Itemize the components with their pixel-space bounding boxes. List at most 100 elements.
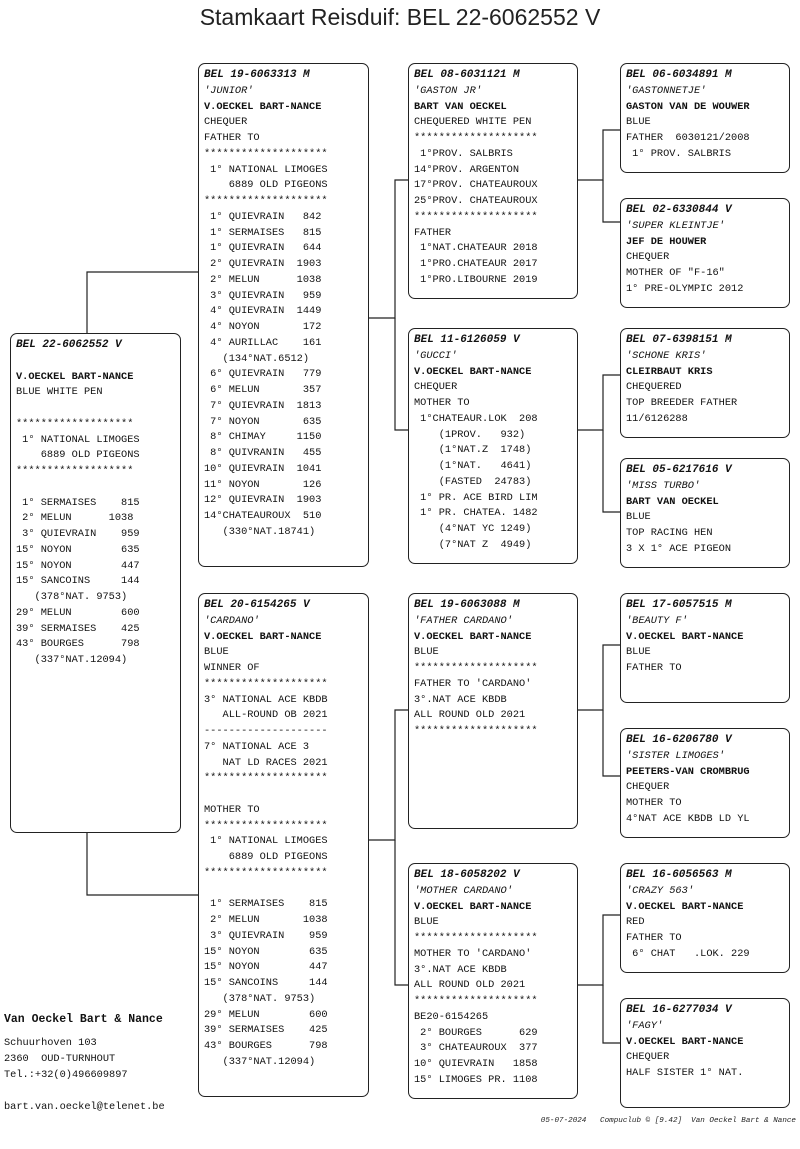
card-line: (FASTED 24783)	[414, 475, 532, 488]
card-line: (134°NAT.6512)	[204, 352, 310, 365]
card-line: 15° NOYON 635	[16, 543, 140, 556]
print-footer-note: 05-07-2024 Compuclub © [9.42] Van Oeckel…	[540, 1117, 796, 1125]
card-line: 3° NATIONAL ACE KBDB	[204, 693, 328, 706]
card-line: ********************	[204, 819, 328, 832]
card-line: 7° NATIONAL ACE 3	[204, 740, 310, 753]
pigeon-card-mfm[interactable]: BEL 16-6206780 V'SISTER LIMOGES'PEETERS-…	[620, 728, 790, 838]
pigeon-name: 'JUNIOR'	[204, 84, 254, 97]
pigeon-card-fmm[interactable]: BEL 05-6217616 V'MISS TURBO'BART VAN OEC…	[620, 458, 790, 568]
card-line: 15° SANCOINS 144	[204, 977, 328, 989]
breeder-name: V.OECKEL BART-NANCE	[204, 630, 322, 643]
pigeon-card-ffm[interactable]: BEL 02-6330844 V'SUPER KLEINTJE'JEF DE H…	[620, 198, 790, 308]
card-line: TOP BREEDER FATHER	[626, 397, 738, 409]
card-line: (337°NAT.12094)	[204, 1055, 316, 1068]
pigeon-name: 'BEAUTY F'	[626, 614, 688, 627]
connector-mf-mfm	[602, 710, 620, 777]
card-line: MOTHER TO 'CARDANO'	[414, 947, 532, 960]
card-line: MOTHER TO	[626, 797, 682, 809]
card-line: CHEQUER	[626, 781, 670, 794]
connector-mm-mmf	[578, 914, 620, 986]
card-line: 39° SERMAISES 425	[16, 622, 140, 635]
card-line: FATHER	[414, 226, 452, 239]
card-line: BLUE	[626, 646, 651, 659]
card-line: (330°NAT.18741)	[204, 525, 316, 538]
pigeon-card-father-mother[interactable]: BEL 11-6126059 V'GUCCI'V.OECKEL BART-NAN…	[408, 328, 578, 564]
card-line: BLUE	[414, 916, 439, 929]
card-line: 1° NATIONAL LIMOGES	[204, 835, 328, 848]
card-line: *******************	[16, 417, 134, 430]
pigeon-card-mother-mother[interactable]: BEL 18-6058202 V'MOTHER CARDANO'V.OECKEL…	[408, 863, 578, 1099]
connector-mf-mff	[578, 644, 620, 711]
pigeon-name: 'FAGY'	[626, 1019, 664, 1032]
card-line: (378°NAT. 9753)	[16, 591, 128, 603]
card-line: ********************	[414, 662, 538, 674]
pigeon-card-father[interactable]: BEL 19-6063313 M'JUNIOR'V.OECKEL BART-NA…	[198, 63, 369, 567]
ring-number: BEL 19-6063088 M	[414, 599, 520, 611]
ring-number: BEL 16-6277034 V	[626, 1004, 732, 1016]
owner-city: 2360 OUD-TURNHOUT	[4, 1053, 116, 1065]
owner-name: Van Oeckel Bart & Nance	[4, 1013, 163, 1026]
card-line: 1° PR. ACE BIRD LIM	[414, 491, 538, 504]
breeder-name: V.OECKEL BART-NANCE	[16, 370, 134, 383]
ring-number: BEL 20-6154265 V	[204, 599, 310, 611]
card-line: RED	[626, 916, 645, 929]
card-line: ********************	[414, 725, 538, 737]
breeder-name: BART VAN OECKEL	[414, 100, 507, 113]
card-line: 6889 OLD PIGEONS	[204, 851, 328, 863]
ring-number: BEL 05-6217616 V	[626, 464, 732, 476]
card-line: *******************	[16, 465, 134, 477]
card-line: 1° NATIONAL LIMOGES	[204, 163, 328, 176]
pigeon-card-mother-father[interactable]: BEL 19-6063088 M'FATHER CARDANO'V.OECKEL…	[408, 593, 578, 829]
card-line: CHEQUER	[204, 116, 248, 129]
card-line: 3°.NAT ACE KBDB	[414, 693, 507, 706]
pigeon-card-mmm[interactable]: BEL 16-6277034 V'FAGY'V.OECKEL BART-NANC…	[620, 998, 790, 1108]
card-line: 43° BOURGES 798	[16, 638, 140, 651]
ring-number: BEL 06-6034891 M	[626, 69, 732, 81]
breeder-name: V.OECKEL BART-NANCE	[626, 900, 744, 913]
pigeon-card-mother[interactable]: BEL 20-6154265 V'CARDANO'V.OECKEL BART-N…	[198, 593, 369, 1097]
owner-email[interactable]: bart.van.oeckel@telenet.be	[4, 1101, 165, 1113]
ring-number: BEL 17-6057515 M	[626, 599, 732, 611]
ring-number: BEL 18-6058202 V	[414, 869, 520, 881]
card-line: ********************	[414, 210, 538, 223]
card-line: --------------------	[204, 725, 328, 737]
card-line: 1°PRO.CHATEAUR 2017	[414, 258, 538, 270]
ring-number: BEL 11-6126059 V	[414, 334, 520, 346]
card-line: (7°NAT Z 4949)	[414, 538, 532, 551]
connector-mother-mm	[394, 840, 408, 986]
connector-ff-fff	[578, 129, 620, 181]
pigeon-name: 'GUCCI'	[414, 349, 458, 362]
card-line: 4° QUIEVRAIN 1449	[204, 305, 322, 318]
card-line: 29° MELUN 600	[204, 1008, 328, 1021]
pigeon-card-mff[interactable]: BEL 17-6057515 M 'BEAUTY F' V.OECKEL BART-…	[620, 593, 790, 703]
pigeon-card-father-father[interactable]: BEL 08-6031121 M'GASTON JR'BART VAN OECK…	[408, 63, 578, 299]
card-line: 17°PROV. CHATEAUROUX	[414, 179, 538, 192]
card-line: 7° NOYON 635	[204, 415, 322, 428]
card-line: 29° MELUN 600	[16, 606, 140, 619]
pigeon-card-mmf[interactable]: BEL 16-6056563 M'CRAZY 563'V.OECKEL BART…	[620, 863, 790, 973]
card-line: 1° SERMAISES 815	[16, 496, 140, 509]
card-line: 3° QUIEVRAIN 959	[204, 929, 328, 942]
card-line: 8° CHIMAY 1150	[204, 431, 322, 444]
card-line: 11/6126288	[626, 412, 688, 425]
card-line: 6889 OLD PIGEONS	[204, 179, 328, 192]
card-line: 1° QUIEVRAIN 644	[204, 242, 322, 255]
card-line: 6° QUIEVRAIN 779	[204, 368, 322, 381]
card-line: HALF SISTER 1° NAT.	[626, 1067, 744, 1079]
card-line: CHEQUER	[414, 381, 458, 394]
card-line: ********************	[204, 195, 328, 207]
card-line: ALL ROUND OLD 2021	[414, 979, 526, 992]
card-line: (1°NAT.Z 1748)	[414, 444, 532, 457]
card-line: MOTHER TO	[414, 397, 470, 409]
breeder-name: V.OECKEL BART-NANCE	[626, 630, 744, 643]
pigeon-name: 'FATHER CARDANO'	[414, 614, 513, 627]
pigeon-card-fff[interactable]: BEL 06-6034891 M'GASTONNETJE'GASTON VAN …	[620, 63, 790, 173]
pigeon-name: 'CRAZY 563'	[626, 884, 694, 897]
pigeon-card-fmf[interactable]: BEL 07-6398151 M'SCHONE KRIS'CLEIRBAUT K…	[620, 328, 790, 438]
card-line: 39° SERMAISES 425	[204, 1024, 328, 1037]
card-line	[204, 787, 363, 803]
breeder-name: V.OECKEL BART-NANCE	[414, 900, 532, 913]
pigeon-name: 'SCHONE KRIS'	[626, 349, 707, 362]
card-line: FATHER TO	[204, 132, 260, 144]
